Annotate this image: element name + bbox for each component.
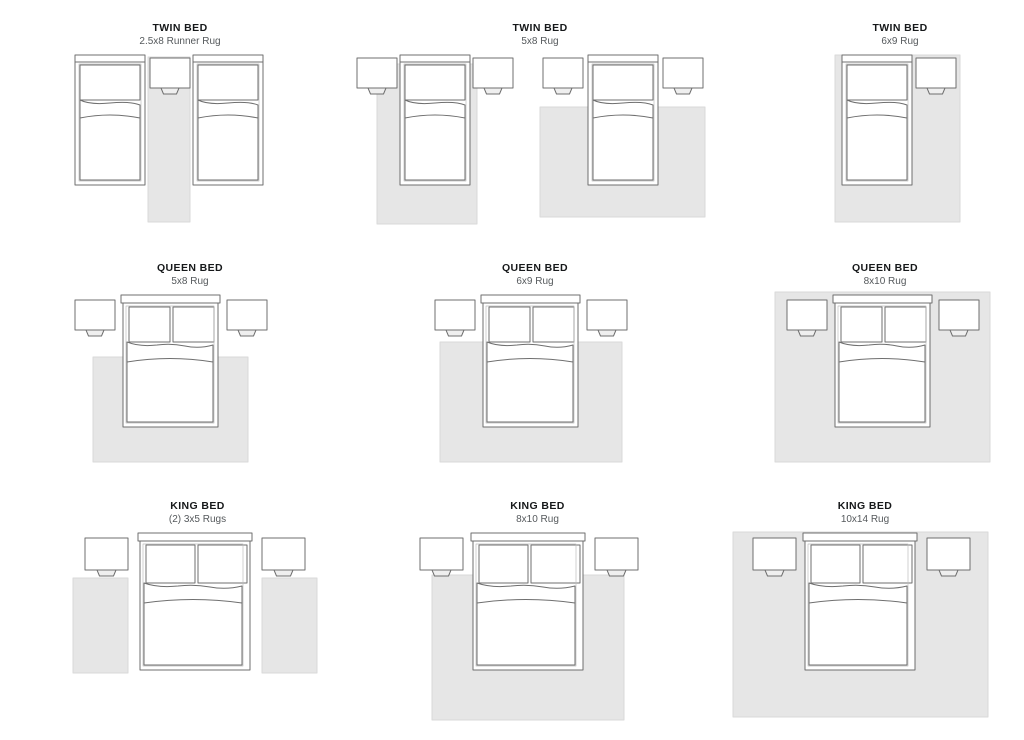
bed-shape: [399, 54, 471, 186]
nightstand-shape: [542, 57, 584, 95]
nightstand-shape: [149, 57, 191, 95]
panel-diagram: [355, 22, 725, 237]
panel-diagram: [790, 22, 1010, 237]
bed-shape: [802, 532, 918, 671]
panel-diagram: [55, 262, 325, 477]
panel-diagram: [30, 22, 330, 237]
panel-diagram: [410, 262, 660, 477]
nightstand-shape: [226, 299, 268, 337]
panel-king-8x10: KING BED 8x10 Rug: [410, 500, 665, 730]
bed-shape: [587, 54, 659, 186]
bed-shape: [192, 54, 264, 186]
panel-diagram: [410, 500, 665, 730]
nightstand-shape: [84, 537, 129, 577]
bed-shape: [120, 294, 221, 428]
bed-shape: [480, 294, 581, 428]
nightstand-shape: [472, 57, 514, 95]
nightstand-shape: [662, 57, 704, 95]
nightstand-shape: [926, 537, 971, 577]
panel-diagram: [755, 262, 1015, 477]
rug-shape: [72, 577, 129, 674]
nightstand-shape: [786, 299, 828, 337]
bed-shape: [137, 532, 253, 671]
panel-king-2-3x5: KING BED (2) 3x5 Rugs: [55, 500, 340, 715]
nightstand-shape: [586, 299, 628, 337]
nightstand-shape: [938, 299, 980, 337]
nightstand-shape: [434, 299, 476, 337]
panel-twin-2-5x8-runner: TWIN BED 2.5x8 Runner Rug: [30, 22, 330, 237]
bed-shape: [470, 532, 586, 671]
panel-queen-8x10: QUEEN BED 8x10 Rug: [755, 262, 1015, 477]
panel-queen-5x8: QUEEN BED 5x8 Rug: [55, 262, 325, 477]
panel-diagram: [55, 500, 340, 715]
nightstand-shape: [594, 537, 639, 577]
panel-twin-5x8: TWIN BED 5x8 Rug: [355, 22, 725, 237]
panel-diagram: [715, 500, 1015, 735]
panel-king-10x14: KING BED 10x14 Rug: [715, 500, 1015, 735]
bed-shape: [832, 294, 933, 428]
rug-shape: [261, 577, 318, 674]
bed-shape: [74, 54, 146, 186]
bed-shape: [841, 54, 913, 186]
nightstand-shape: [915, 57, 957, 95]
nightstand-shape: [752, 537, 797, 577]
nightstand-shape: [261, 537, 306, 577]
panel-queen-6x9: QUEEN BED 6x9 Rug: [410, 262, 660, 477]
nightstand-shape: [419, 537, 464, 577]
panel-twin-6x9: TWIN BED 6x9 Rug: [790, 22, 1010, 237]
nightstand-shape: [74, 299, 116, 337]
nightstand-shape: [356, 57, 398, 95]
